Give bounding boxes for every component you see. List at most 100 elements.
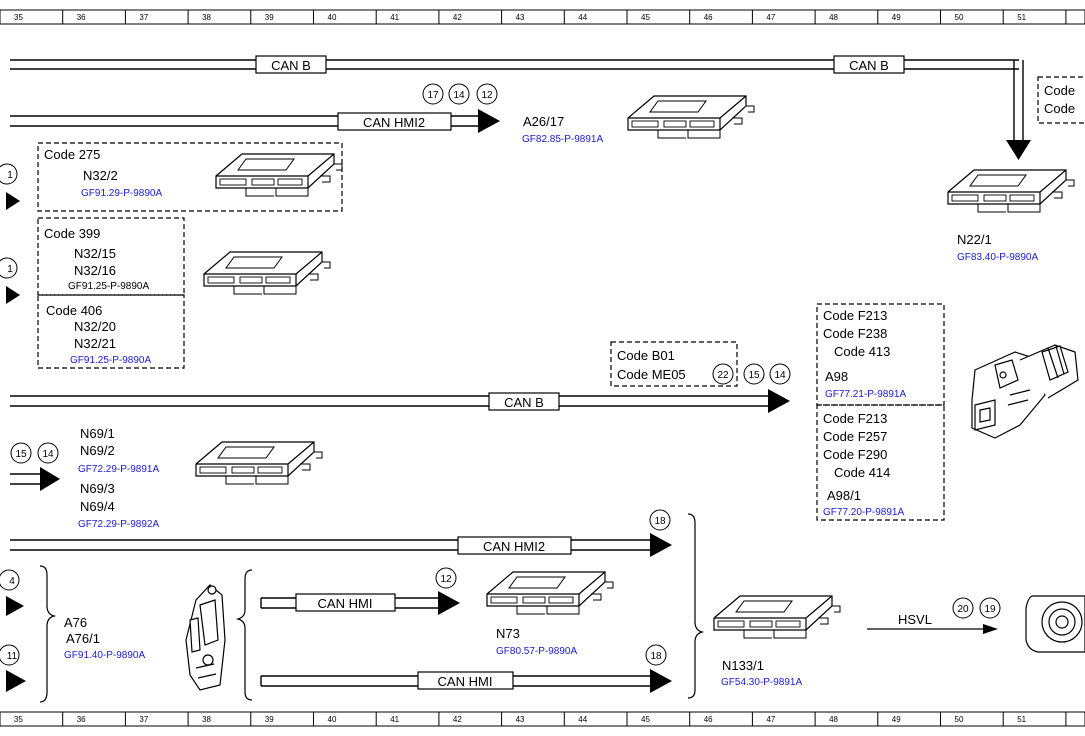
component-label: N32/21 <box>74 336 116 351</box>
svg-text:17: 17 <box>427 90 439 101</box>
ref-circle: 19 <box>979 597 1001 619</box>
camera-icon <box>1025 595 1085 653</box>
component-label: N69/1 <box>80 426 115 441</box>
option-code: Code F257 <box>823 429 887 444</box>
ruler-top-label: 48 <box>829 13 838 22</box>
control-unit-icon <box>195 441 323 485</box>
group-bracket <box>235 569 253 701</box>
n69-connector <box>10 467 60 491</box>
part-number: GF72.29-P-9891A <box>78 464 159 475</box>
part-number: GF80.57-P-9890A <box>496 646 577 657</box>
svg-text:14: 14 <box>774 370 786 381</box>
ruler-bottom-label: 41 <box>390 715 399 724</box>
ruler-bottom-label: 39 <box>265 715 274 724</box>
part-number: GF91.25-P-9890A <box>70 355 151 366</box>
option-code: Code ME05 <box>617 367 686 382</box>
bus-label-can-hmi: CAN HMI <box>438 674 493 689</box>
ruler-top-label: 42 <box>453 13 462 22</box>
ref-circle: 11 <box>0 644 20 666</box>
ruler-top-label: 47 <box>766 13 775 22</box>
group-bracket <box>39 565 57 703</box>
option-code: Code 399 <box>44 226 100 241</box>
ruler-top-label: 43 <box>516 13 525 22</box>
component-label: N32/15 <box>74 246 116 261</box>
actuator-icon <box>971 344 1079 439</box>
arrow-head <box>6 192 20 210</box>
part-number: GF83.40-P-9890A <box>957 252 1038 263</box>
svg-text:12: 12 <box>440 574 452 585</box>
ruler-bottom-label: 37 <box>139 715 148 724</box>
bus-label-can-hmi2: CAN HMI2 <box>363 115 425 130</box>
svg-text:11: 11 <box>7 651 18 662</box>
ruler-bottom-label: 43 <box>516 715 525 724</box>
ruler-bottom-label: 44 <box>578 715 587 724</box>
ruler-top-label: 35 <box>14 13 23 22</box>
option-code: Code 413 <box>834 344 890 359</box>
ref-circle: 20 <box>952 597 974 619</box>
ref-circle: 22 <box>712 363 734 385</box>
component-label: N32/2 <box>83 168 118 183</box>
ruler-bottom-label: 35 <box>14 715 23 724</box>
part-number: GF77.21-P-9891A <box>825 389 906 400</box>
svg-text:1: 1 <box>7 264 13 275</box>
hsvl-line <box>867 624 998 634</box>
part-number: GF91.40-P-9890A <box>64 650 145 661</box>
component-label: N32/20 <box>74 319 116 334</box>
part-number: GF54.30-P-9891A <box>721 677 802 688</box>
option-code: Code B01 <box>617 348 675 363</box>
component-label: A26/17 <box>523 114 564 129</box>
option-code: Code F290 <box>823 447 887 462</box>
ruler-top-label: 49 <box>892 13 901 22</box>
bus-label-can-b: CAN B <box>849 58 889 73</box>
component-label: A76/1 <box>66 631 100 646</box>
svg-text:15: 15 <box>15 449 27 460</box>
ref-circle: 1 <box>0 163 18 185</box>
svg-text:20: 20 <box>957 604 969 615</box>
option-code: Code 414 <box>834 465 890 480</box>
top-ruler <box>0 9 1085 25</box>
component-label: N69/2 <box>80 443 115 458</box>
can-hmi2-bottom-bus <box>10 533 672 557</box>
part-number: GF77.20-P-9891A <box>823 507 904 518</box>
part-number: GF82.85-P-9891A <box>522 134 603 145</box>
ruler-bottom-label: 36 <box>77 715 86 724</box>
ruler-top-label: 51 <box>1017 13 1026 22</box>
option-code: Code F213 <box>823 308 887 323</box>
ruler-bottom-label: 50 <box>955 715 964 724</box>
bus-label-hsvl: HSVL <box>898 612 932 627</box>
ruler-bottom-label: 42 <box>453 715 462 724</box>
ruler-bottom-label: 45 <box>641 715 650 724</box>
control-unit-icon <box>713 595 841 639</box>
ruler-bottom-label: 38 <box>202 715 211 724</box>
component-label: N133/1 <box>722 658 764 673</box>
ref-circle: 12 <box>435 567 457 589</box>
svg-text:12: 12 <box>481 90 493 101</box>
ruler-top-label: 50 <box>955 13 964 22</box>
ref-circle: 14 <box>448 83 470 105</box>
component-label: A98/1 <box>827 488 861 503</box>
ruler-top-label: 39 <box>265 13 274 22</box>
component-label: A76 <box>64 615 87 630</box>
part-number: GF91.29-P-9890A <box>81 188 162 199</box>
ref-circle: 18 <box>645 644 667 666</box>
can-b-drop-line <box>1006 60 1031 160</box>
control-unit-icon <box>486 571 614 615</box>
part-number: GF72.29-P-9892A <box>78 519 159 530</box>
control-unit-icon <box>627 95 755 139</box>
ruler-top-label: 45 <box>641 13 650 22</box>
option-code: Code <box>1044 101 1075 116</box>
option-code: Code <box>1044 83 1075 98</box>
part-number: GF91.25-P-9890A <box>68 281 149 292</box>
ruler-top-label: 38 <box>202 13 211 22</box>
ruler-top-label: 37 <box>139 13 148 22</box>
component-label: N69/3 <box>80 481 115 496</box>
group-bracket <box>687 513 705 699</box>
component-label: N22/1 <box>957 232 992 247</box>
component-label: N73 <box>496 626 520 641</box>
belt-tensioner-icon <box>185 584 226 691</box>
bottom-ruler <box>0 711 1085 727</box>
svg-text:22: 22 <box>717 370 729 381</box>
ref-circle: 1 <box>0 257 18 279</box>
ref-circle: 12 <box>476 83 498 105</box>
ref-circle: 18 <box>649 509 671 531</box>
